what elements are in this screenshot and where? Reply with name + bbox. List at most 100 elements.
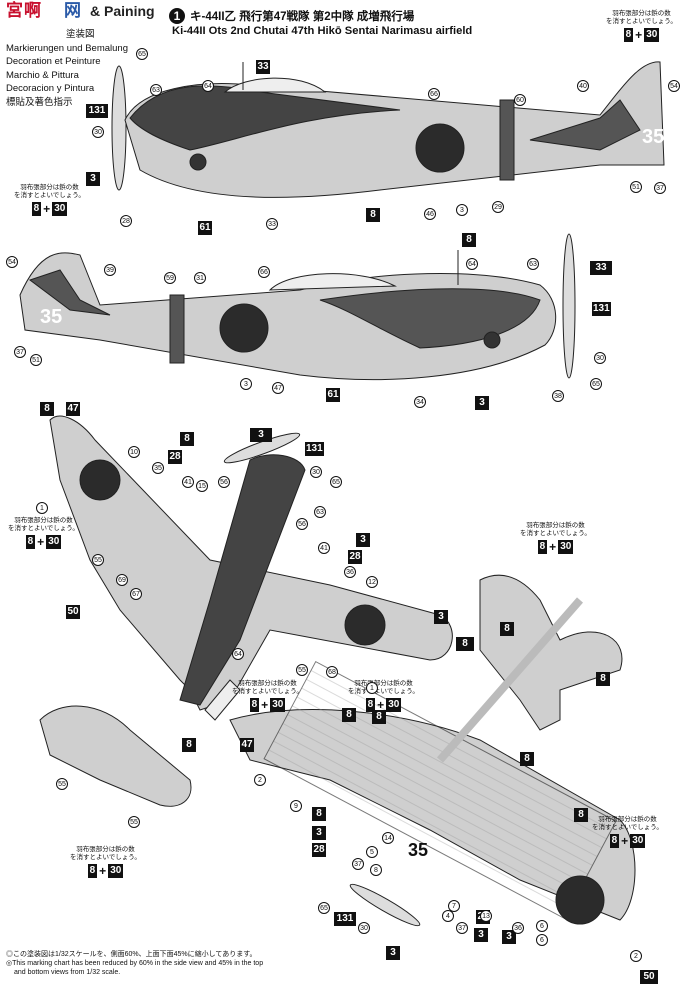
callout-circled: 55 xyxy=(56,778,68,790)
callout-black: 33 xyxy=(256,60,270,74)
fabric-note: 羽布張部分は鋲の数を消すとよいでしょう。 8+30 xyxy=(606,10,677,42)
nose-dark-band xyxy=(129,85,401,151)
callout-circled: 30 xyxy=(358,922,370,934)
callout-black: 131 xyxy=(305,442,324,456)
logo-red-text: 宮啊 xyxy=(6,1,42,20)
callout-circled: 37 xyxy=(14,346,26,358)
title-japanese: キ-44II乙 飛行第47戦隊 第2中隊 成増飛行場 xyxy=(190,11,415,23)
callout-circled: 10 xyxy=(128,446,140,458)
callout-circled: 65 xyxy=(330,476,342,488)
propeller-disc-top xyxy=(223,432,301,464)
fabric-note: 羽布張部分は鋲の数を消すとよいでしょう。 8+30 xyxy=(232,680,303,712)
callout-circled: 40 xyxy=(577,80,589,92)
callout-black: 3 xyxy=(386,946,400,960)
callout-circled: 31 xyxy=(194,272,206,284)
fabric-note: 羽布張部分は鋲の数を消すとよいでしょう。 8+30 xyxy=(348,680,419,712)
callout-circled: 55 xyxy=(92,554,104,566)
callout-black: 3 xyxy=(475,396,489,410)
callout-circled: 30 xyxy=(92,126,104,138)
callout-circled: 63 xyxy=(314,506,326,518)
language-list: 塗装図 Markierungen und Bemalung Decoration… xyxy=(6,28,128,109)
callout-circled: 69 xyxy=(116,574,128,586)
callout-black: 50 xyxy=(640,970,658,984)
callout-black: 3 xyxy=(86,172,100,186)
logo-blue-text: 网 xyxy=(64,1,81,20)
marking-number-badge: 1 xyxy=(169,8,185,24)
callout-circled: 5 xyxy=(366,846,378,858)
fabric-note: 羽布張部分は鋲の数を消すとよいでしょう。 8+30 xyxy=(70,846,141,878)
callout-circled: 56 xyxy=(296,518,308,530)
callout-circled: 56 xyxy=(218,476,230,488)
callout-black: 8 xyxy=(180,432,194,446)
callout-circled: 47 xyxy=(272,382,284,394)
scale-note-jp: ◎この塗装図は1/32スケールを、側面60%、上面下面45%に縮小してあります。 xyxy=(6,951,257,958)
callout-circled: 60 xyxy=(514,94,526,106)
top-view xyxy=(39,415,453,807)
callout-black: 8 xyxy=(372,710,386,724)
callout-circled: 68 xyxy=(326,666,338,678)
callout-black: 8 xyxy=(574,808,588,822)
callout-circled: 15 xyxy=(196,480,208,492)
callout-black: 3 xyxy=(356,533,370,547)
callout-circled: 65 xyxy=(136,48,148,60)
callout-black: 50 xyxy=(66,605,80,619)
callout-circled: 9 xyxy=(290,800,302,812)
tailplane-bottom xyxy=(479,574,623,731)
wing-rib-pattern xyxy=(263,660,617,920)
watermark-logo: 宮啊 网 & Paining xyxy=(6,1,166,24)
callout-circled: 34 xyxy=(414,396,426,408)
scale-note-en-2: and bottom views from 1/32 scale. xyxy=(14,969,121,976)
callout-black: 3 xyxy=(474,928,488,942)
callout-circled: 67 xyxy=(130,588,142,600)
callout-circled: 59 xyxy=(164,272,176,284)
callout-circled: 29 xyxy=(492,201,504,213)
bottom-view xyxy=(229,574,636,927)
language-line: Decoration et Peinture xyxy=(6,56,101,67)
callout-circled: 63 xyxy=(527,258,539,270)
nose-dark-band xyxy=(319,288,541,349)
callout-black: 8 xyxy=(182,738,196,752)
callout-circled: 8 xyxy=(370,864,382,876)
callout-circled: 46 xyxy=(424,208,436,220)
callout-black: 3 xyxy=(502,930,516,944)
callout-black: 33 xyxy=(590,261,612,275)
header-overlap-text: & Paining xyxy=(90,3,155,19)
callout-circled: 12 xyxy=(366,576,378,588)
callout-circled: 30 xyxy=(594,352,606,364)
callout-circled: 66 xyxy=(428,88,440,100)
callout-circled: 36 xyxy=(344,566,356,578)
callout-black: 28 xyxy=(168,450,182,464)
propeller-disc xyxy=(562,233,576,379)
callout-black: 131 xyxy=(334,912,356,926)
callout-circled: 54 xyxy=(6,256,18,268)
callout-circled: 64 xyxy=(232,648,244,660)
callout-circled: 63 xyxy=(150,84,162,96)
callout-black: 8 xyxy=(520,752,534,766)
tail-code-side-1: 35 xyxy=(642,126,665,148)
hinomaru-wing-right xyxy=(344,604,386,646)
callout-circled: 51 xyxy=(30,354,42,366)
tail-code-side-2: 35 xyxy=(40,306,63,328)
side-view-left-facing xyxy=(111,61,665,198)
callout-black: 28 xyxy=(348,550,362,564)
title-english: Ki-44II Ots 2nd Chutai 47th Hikō Sentai … xyxy=(172,25,473,37)
callout-circled: 65 xyxy=(318,902,330,914)
callout-circled: 37 xyxy=(654,182,666,194)
callout-black: 61 xyxy=(198,221,212,235)
callout-black: 8 xyxy=(456,637,474,651)
callout-circled: 41 xyxy=(318,542,330,554)
callout-circled: 6 xyxy=(536,920,548,932)
callout-black: 3 xyxy=(434,610,448,624)
callout-circled: 38 xyxy=(552,390,564,402)
language-line: Marchio & Pittura xyxy=(6,69,79,81)
hinomaru-wing-bottom xyxy=(555,875,605,925)
callout-black: 131 xyxy=(86,104,108,118)
callout-black: 8 xyxy=(312,807,326,821)
callout-black: 3 xyxy=(250,428,272,442)
callout-black: 8 xyxy=(366,208,380,222)
callout-circled: 13 xyxy=(480,910,492,922)
tailplane-top xyxy=(39,705,192,807)
callout-circled: 35 xyxy=(152,462,164,474)
hinomaru-side xyxy=(219,303,269,353)
